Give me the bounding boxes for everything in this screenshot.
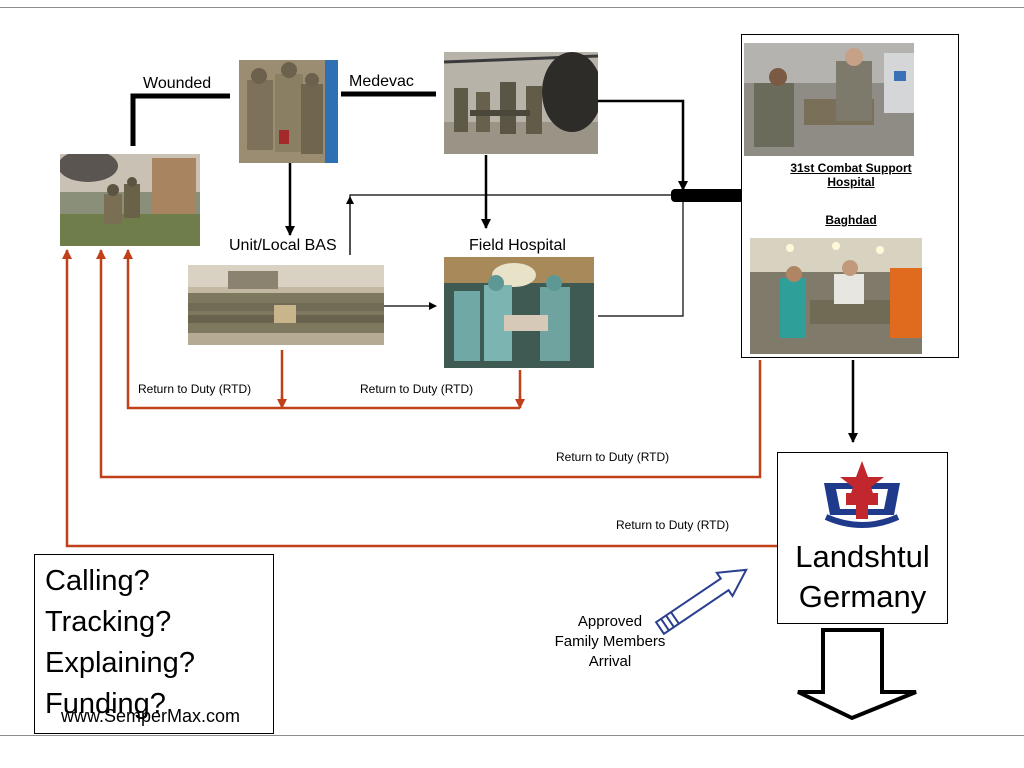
csh-panel: 31st Combat Support Hospital Baghdad — [741, 34, 959, 358]
label-rtd-field-hospital: Return to Duty (RTD) — [360, 382, 474, 396]
family-line2: Family Members — [554, 633, 666, 650]
medevac-helicopter-photo — [444, 52, 598, 154]
family-line3: Arrival — [588, 653, 632, 670]
wounded-connector — [130, 93, 230, 146]
family-members-label: Approved Family Members Arrival — [540, 612, 680, 672]
question-tracking: Tracking? — [45, 606, 172, 638]
questions-box: Calling? Tracking? Explaining? Funding? … — [34, 554, 274, 734]
outbound-arrow-icon — [797, 628, 917, 721]
question-funding: Funding? — [45, 688, 166, 720]
fh-to-hub-line — [598, 195, 684, 317]
label-field-hospital: Field Hospital — [469, 237, 566, 254]
landstuhl-line2: Germany — [798, 579, 927, 614]
csh-treatment-photo — [744, 43, 914, 156]
family-arrival-arrow-icon — [654, 568, 748, 636]
label-wounded: Wounded — [143, 75, 212, 92]
watermark: www.SemperMax.com — [61, 706, 241, 726]
rtd-line-landstuhl — [62, 249, 777, 548]
rtd-line-inner — [123, 249, 520, 410]
hub-bar — [671, 189, 745, 202]
landstuhl-box: Landshtul Germany — [777, 452, 948, 624]
label-rtd-csh: Return to Duty (RTD) — [556, 450, 670, 464]
landstuhl-line1: Landshtul — [795, 539, 930, 574]
top-rule — [0, 7, 1024, 8]
bottom-rule — [0, 735, 1024, 736]
csh-ward-photo — [750, 238, 922, 354]
medevac-to-hub-arrow — [598, 99, 688, 191]
wounded-soldier-carried-photo — [239, 60, 338, 163]
medical-crest-icon — [824, 461, 900, 528]
unit-formation-photo — [188, 265, 384, 345]
label-rtd-landstuhl: Return to Duty (RTD) — [616, 518, 730, 532]
label-rtd-bas: Return to Duty (RTD) — [138, 382, 252, 396]
family-line1: Approved — [577, 613, 643, 630]
question-calling: Calling? — [45, 565, 150, 597]
label-unit-bas: Unit/Local BAS — [229, 237, 337, 254]
soldiers-combat-photo — [60, 154, 200, 246]
question-explaining: Explaining? — [45, 647, 195, 679]
rtd-line-csh — [96, 249, 762, 479]
csh-city: Baghdad — [825, 213, 877, 227]
field-hospital-surgery-photo — [444, 257, 594, 368]
csh-name-line1: 31st Combat Support — [790, 161, 912, 175]
label-medevac: Medevac — [349, 73, 414, 90]
csh-name-line2: Hospital — [827, 175, 875, 189]
